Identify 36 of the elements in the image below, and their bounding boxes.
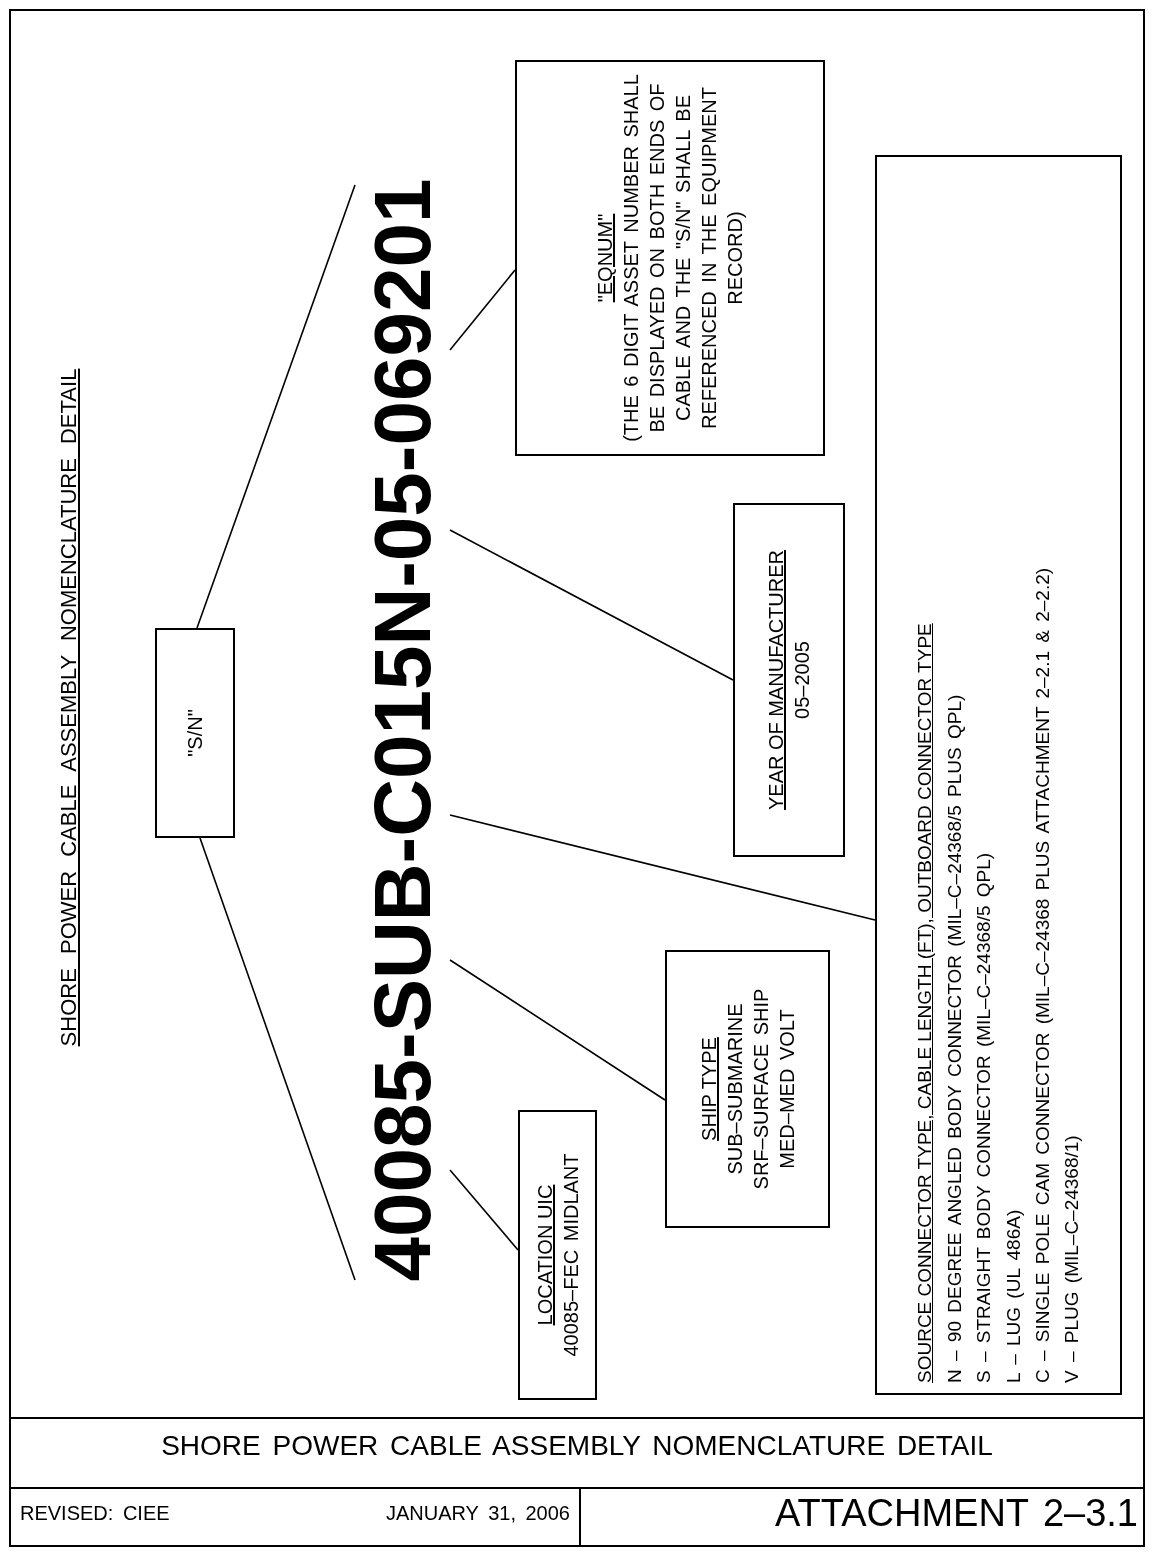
box-text: N – 90 DEGREE ANGLED BODY CONNECTOR (MIL–C–24368/5 PLUS QPL) (942, 694, 966, 1383)
leader-line (449, 1169, 519, 1251)
box-text: 40085–FEC MIDLANT (558, 1153, 583, 1357)
label-box (733, 503, 845, 857)
box-text: MED–MED VOLT (774, 1009, 799, 1169)
box-heading: SHIP TYPE (696, 1037, 721, 1141)
drawing-title: SHORE POWER CABLE ASSEMBLY NOMENCLATURE DETAIL (56, 367, 82, 1049)
box-text: SRF–SURFACE SHIP (748, 988, 773, 1190)
box-heading: SOURCE CONNECTOR TYPE, CABLE LENGTH (FT), OUTBOARD CONNECTOR TYPE (913, 623, 937, 1383)
label-box (665, 950, 830, 1228)
box-text: V – PLUG (MIL–C–24368/1) (1060, 1135, 1084, 1383)
label-box (155, 628, 235, 838)
revision-note: REVISED: CIEE (20, 1502, 171, 1525)
box-text: SUB–SUBMARINE (722, 1003, 747, 1175)
box-heading: LOCATION UIC (532, 1184, 557, 1326)
label-box (515, 60, 825, 456)
leader-line (196, 184, 356, 629)
leader-line (449, 269, 516, 351)
box-text: C – SINGLE POLE CAM CONNECTOR (MIL–C–24368 PLUS ATTACHMENT 2–2.1 & 2–2.2) (1030, 567, 1054, 1383)
serial-number: 40085-SUB-C015N-05-069201 (355, 180, 450, 1280)
box-text: "S/N" (183, 709, 207, 757)
box-text: S – STRAIGHT BODY CONNECTOR (MIL–C–24368/5 QPL) (972, 852, 996, 1383)
attachment-number: ATTACHMENT 2–3.1 (774, 1492, 1138, 1535)
leader-line (449, 529, 734, 681)
box-text: L – LUG (UL 486A) (1001, 1209, 1025, 1383)
leader-line (449, 814, 876, 921)
sheet-title: SHORE POWER CABLE ASSEMBLY NOMENCLATURE DETAIL (160, 1430, 994, 1462)
box-text: (THE 6 DIGIT ASSET NUMBER SHALL BE DISPLAYED ON BOTH ENDS OF CABLE AND THE "S/N" SHALL BE REFERENCED IN THE EQUIPMENT RECORD) (619, 73, 747, 444)
label-box (875, 155, 1122, 1395)
box-heading: YEAR OF MANUFACTURER (764, 550, 788, 810)
label-box (518, 1110, 597, 1400)
box-text: 05–2005 (790, 641, 814, 719)
box-heading: "EQNUM" (593, 213, 617, 303)
leader-line (449, 959, 666, 1101)
leader-line (199, 837, 356, 1281)
revision-date: JANUARY 31, 2006 (384, 1502, 570, 1525)
